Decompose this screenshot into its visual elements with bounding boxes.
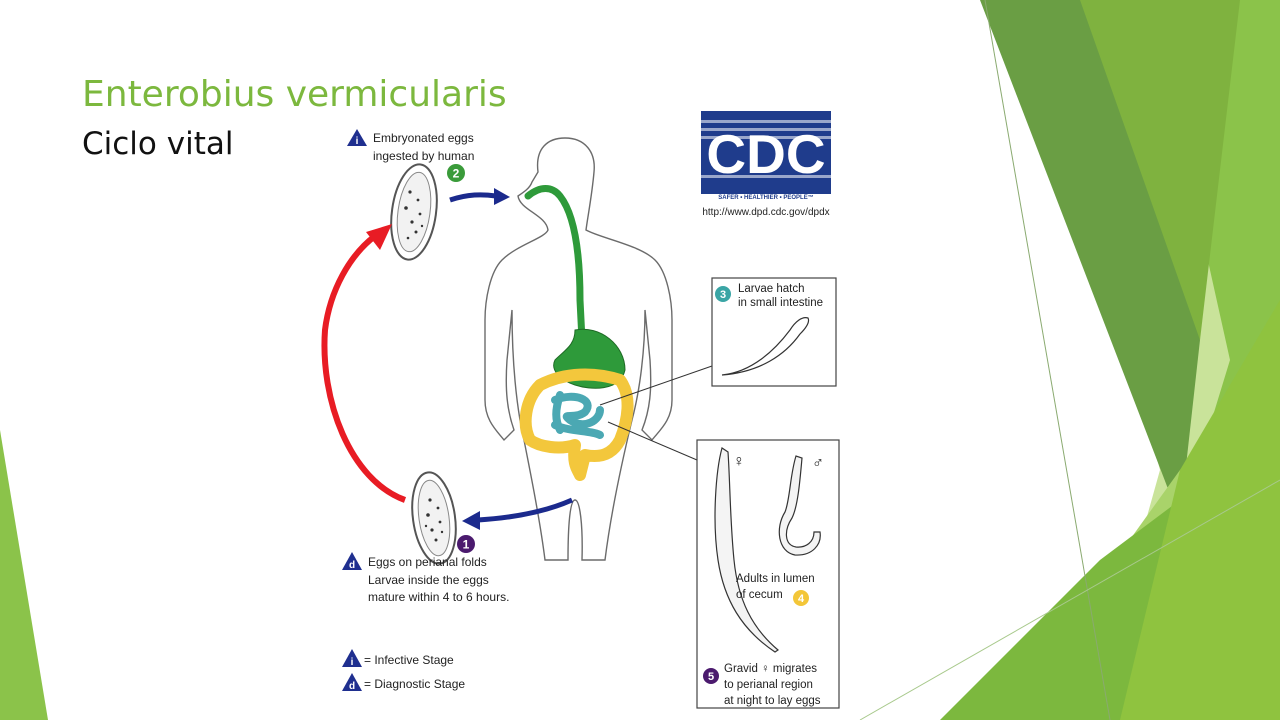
diagnostic-stage-icon bbox=[342, 552, 362, 570]
step-5-number: 5 bbox=[708, 671, 714, 683]
cdc-logo: CDC SAFER • HEALTHIER • PEOPLE™ http://w… bbox=[701, 111, 831, 218]
cdc-logo-text: CDC bbox=[706, 123, 825, 185]
human-body-outline bbox=[484, 137, 673, 561]
larva-drawing bbox=[721, 317, 810, 376]
step-1-number: 1 bbox=[463, 538, 470, 552]
arrow-cycle-red-head bbox=[366, 224, 392, 250]
bg-facet-left bbox=[0, 430, 48, 720]
stage-d-badge: d bbox=[349, 560, 355, 571]
arrow-to-mouth-head bbox=[494, 188, 510, 205]
step-4-text-2: of cecum bbox=[736, 589, 783, 601]
male-symbol: ♂ bbox=[812, 455, 824, 472]
step-3-text-2: in small intestine bbox=[738, 297, 823, 309]
stage-d-text-2: Larvae inside the eggs bbox=[368, 573, 489, 587]
step-5-badge bbox=[703, 668, 719, 684]
arrow-to-perianal-head bbox=[462, 511, 480, 530]
step-2-badge bbox=[447, 164, 465, 182]
stage-i-badge: i bbox=[356, 136, 359, 147]
stage-i-text-1: Embryonated eggs bbox=[373, 131, 474, 145]
stage-d-text-1: Eggs on perianal folds bbox=[368, 555, 487, 569]
legend-diagnostic-icon bbox=[342, 673, 362, 691]
pointer-line-3 bbox=[599, 365, 713, 406]
step-5-text-2: to perianal region bbox=[724, 679, 813, 691]
bg-facet-right-olive bbox=[1080, 0, 1240, 340]
step-5-text-1: Gravid ♀ migrates bbox=[724, 663, 817, 675]
legend-diagnostic-badge: d bbox=[349, 681, 355, 692]
stage-d-text-3: mature within 4 to 6 hours. bbox=[368, 590, 509, 604]
step-5-text-3: at night to lay eggs bbox=[724, 695, 821, 707]
pointer-line-4 bbox=[607, 421, 698, 461]
legend-diagnostic-label: = Diagnostic Stage bbox=[364, 677, 465, 691]
step-2-number: 2 bbox=[453, 167, 460, 181]
infective-stage-icon bbox=[347, 129, 367, 146]
male-worm-drawing bbox=[778, 455, 821, 556]
small-intestine bbox=[551, 391, 604, 439]
esophagus bbox=[524, 185, 586, 344]
cdc-logo-box bbox=[701, 111, 831, 194]
colon bbox=[519, 368, 634, 481]
legend-infective-badge: i bbox=[351, 657, 354, 668]
cdc-tagline: SAFER • HEALTHIER • PEOPLE™ bbox=[718, 194, 813, 201]
step-4-text-1: Adults in lumen bbox=[736, 573, 815, 585]
arrow-to-perianal bbox=[477, 497, 574, 523]
step-3-number: 3 bbox=[720, 289, 726, 301]
arrow-cycle-red bbox=[321, 233, 407, 503]
step-4-number: 4 bbox=[798, 593, 805, 605]
cdc-url: http://www.dpd.cdc.gov/dpdx bbox=[702, 207, 829, 218]
female-worm-drawing bbox=[714, 447, 779, 653]
legend: i = Infective Stage d = Diagnostic Stage bbox=[342, 649, 465, 692]
bg-thin-line-2 bbox=[859, 479, 1280, 720]
step-4-badge bbox=[793, 590, 809, 606]
bg-thin-line bbox=[984, 0, 1111, 720]
bg-facet-bottom-green bbox=[940, 500, 1180, 720]
legend-infective-label: = Infective Stage bbox=[364, 653, 454, 667]
female-symbol: ♀ bbox=[733, 453, 745, 470]
step-3-box bbox=[711, 277, 837, 387]
step-3-badge bbox=[715, 286, 731, 302]
slide-title: Enterobius vermicularis bbox=[82, 74, 507, 115]
bg-facet-bottom-right bbox=[1120, 300, 1280, 720]
slide-subtitle: Ciclo vital bbox=[82, 126, 234, 162]
step-3-text-1: Larvae hatch bbox=[738, 283, 805, 295]
stage-i-text-2: ingested by human bbox=[373, 149, 474, 163]
arrow-to-mouth bbox=[449, 192, 497, 203]
legend-infective-icon bbox=[342, 649, 362, 667]
step-1-badge bbox=[457, 535, 475, 553]
